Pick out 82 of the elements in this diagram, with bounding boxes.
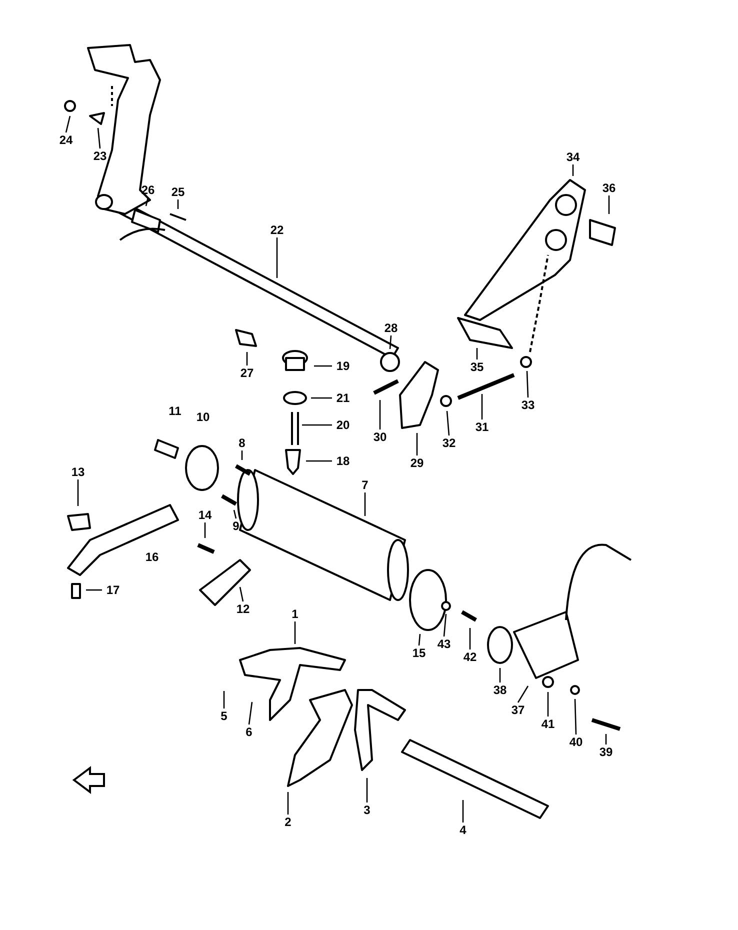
leader-line	[65, 116, 71, 133]
callout-number: 6	[238, 724, 260, 740]
callout-number: 12	[232, 602, 254, 616]
leader-line	[443, 614, 447, 637]
leader-line	[248, 702, 253, 725]
callout-number: 18	[332, 454, 354, 468]
leader-line	[294, 622, 296, 644]
callout-number: 7	[354, 478, 376, 492]
leader-line	[574, 698, 577, 735]
callout-number: 32	[438, 436, 460, 450]
callout-number: 16	[144, 550, 160, 564]
callout-number: 34	[562, 150, 584, 164]
leader-line	[572, 164, 574, 176]
leader-line	[306, 460, 332, 462]
leader-line	[517, 686, 529, 703]
callout-number: 11	[168, 404, 182, 418]
leader-line	[364, 492, 366, 516]
callout-number: 1	[284, 606, 306, 622]
leader-line	[605, 734, 607, 744]
callout-number: 22	[266, 222, 288, 238]
leader-line	[547, 692, 549, 716]
callout-number: 25	[167, 184, 189, 200]
callout-number: 20	[332, 418, 354, 432]
callout-number: 14	[194, 508, 216, 522]
leader-line	[366, 778, 368, 802]
leader-line	[287, 792, 289, 814]
leader-line	[418, 634, 421, 646]
callout-number: 15	[408, 646, 430, 660]
leader-line	[204, 522, 206, 538]
callout-number: 2	[277, 814, 299, 830]
callout-number: 40	[565, 734, 587, 750]
callout-number: 42	[459, 650, 481, 664]
callout-number: 39	[595, 744, 617, 760]
leader-line	[233, 510, 237, 519]
callout-number: 43	[433, 636, 455, 652]
leader-line	[476, 348, 478, 360]
callout-number: 17	[102, 582, 124, 598]
leader-line	[177, 200, 179, 209]
leader-line	[311, 397, 332, 399]
leader-line	[86, 589, 102, 591]
callout-number: 3	[356, 802, 378, 818]
leader-line	[481, 394, 483, 420]
callout-number: 35	[466, 360, 488, 374]
leader-line	[608, 196, 610, 214]
callout-number: 8	[231, 436, 253, 450]
callout-number: 24	[55, 132, 77, 148]
callout-number: 23	[89, 148, 111, 164]
callout-number: 21	[332, 390, 354, 406]
callout-number: 27	[236, 366, 258, 380]
leader-line	[499, 668, 501, 682]
leader-line	[145, 197, 149, 206]
callout-number: 10	[195, 410, 211, 424]
leader-line	[416, 433, 418, 456]
leader-line	[223, 691, 225, 708]
callout-number: 28	[380, 320, 402, 336]
callout-number: 38	[489, 682, 511, 698]
callout-number: 36	[598, 180, 620, 196]
leader-line	[241, 450, 243, 460]
callout-number: 31	[471, 420, 493, 434]
leader-line	[77, 480, 79, 506]
callout-number: 33	[517, 398, 539, 412]
callout-number: 4	[452, 822, 474, 838]
leader-line	[97, 128, 101, 149]
callout-number: 37	[507, 702, 529, 718]
callout-number: 5	[213, 708, 235, 724]
leader-line	[239, 586, 244, 602]
callout-number: 29	[406, 456, 428, 470]
leader-line	[389, 335, 392, 350]
callout-number: 30	[369, 430, 391, 444]
leader-line	[379, 400, 381, 430]
leader-line	[462, 800, 464, 822]
leader-line	[469, 628, 471, 650]
leader-line	[246, 352, 248, 366]
callout-number: 9	[225, 518, 247, 534]
leader-line	[526, 370, 529, 398]
leader-line	[446, 410, 450, 436]
leader-line	[314, 365, 332, 367]
callout-number: 19	[332, 358, 354, 374]
leader-line	[276, 238, 278, 278]
callout-number: 41	[537, 716, 559, 732]
leader-line	[302, 424, 332, 426]
callout-number: 13	[67, 464, 89, 480]
